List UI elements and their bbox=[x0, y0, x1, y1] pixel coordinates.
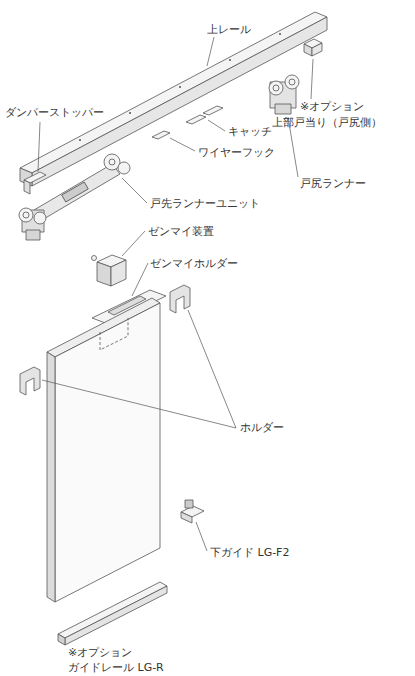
part-label: ワイヤーフック bbox=[198, 146, 275, 159]
upper-rail bbox=[20, 12, 327, 186]
part-label: ゼンマイ装置 bbox=[148, 225, 214, 238]
part-label: ホルダー bbox=[240, 421, 284, 434]
tail-runner bbox=[269, 75, 299, 114]
spring-device bbox=[92, 255, 127, 286]
damper-stopper bbox=[24, 172, 46, 194]
part-label: ダンパーストッパー bbox=[5, 106, 104, 119]
part-label: 戸尻ランナー bbox=[300, 177, 366, 190]
catch bbox=[186, 106, 223, 124]
part-label: ※オプション bbox=[300, 100, 364, 113]
door-panel bbox=[47, 298, 160, 602]
part-label: ※オプション bbox=[68, 646, 132, 659]
part-label: 上レール bbox=[207, 23, 251, 36]
guide-rail bbox=[58, 582, 167, 645]
wire-hook bbox=[152, 131, 170, 139]
part-label: キャッチ bbox=[228, 125, 272, 138]
holder bbox=[20, 285, 190, 395]
lower-guide bbox=[181, 500, 204, 523]
part-label: 下ガイド LG-F2 bbox=[210, 546, 289, 559]
part-label: 上部戸当り（戸尻側） bbox=[272, 116, 382, 129]
front-runner-unit bbox=[19, 154, 130, 240]
upper-door-stop bbox=[304, 39, 322, 56]
part-label: 戸先ランナーユニット bbox=[150, 197, 260, 210]
part-label: ゼンマイホルダー bbox=[150, 257, 238, 270]
part-label: ガイドレール LG-R bbox=[68, 661, 164, 674]
